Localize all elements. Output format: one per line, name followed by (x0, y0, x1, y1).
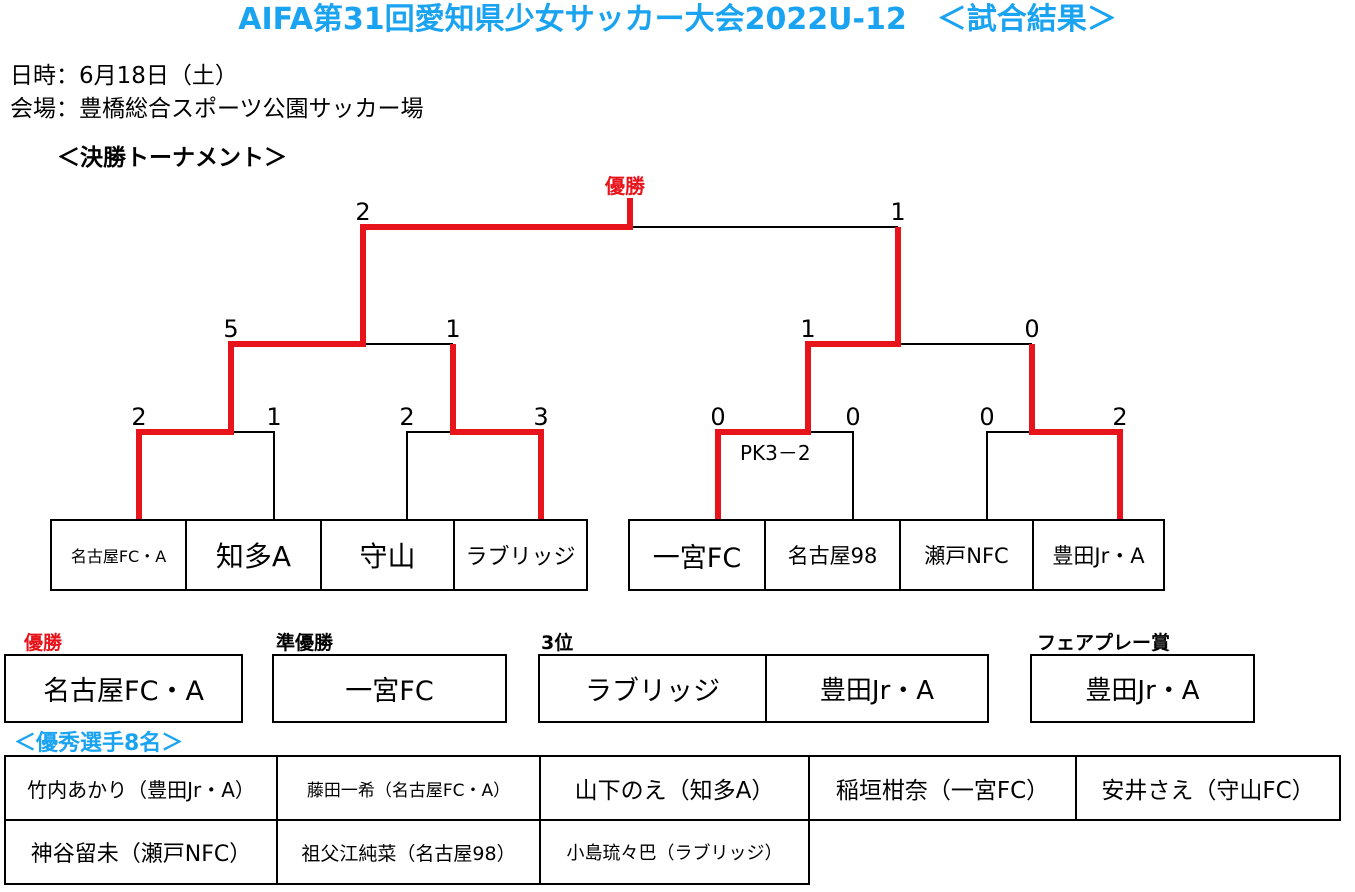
bracket-lines-black (231, 226, 1032, 520)
qf2-score-left: 2 (399, 403, 415, 431)
team-row-left: 名古屋FC・A 知多A 守山 ラブリッジ (50, 519, 588, 591)
mvp-row-2: 神谷留未（瀬戸NFC） 祖父江純菜（名古屋98） 小島琉々巴（ラブリッジ） (4, 819, 810, 885)
team-cell: 名古屋FC・A (52, 521, 187, 589)
runner-up-label: 準優勝 (276, 632, 334, 654)
qf4-score-right: 2 (1112, 403, 1128, 431)
bracket-champion-label: 優勝 (605, 174, 645, 198)
mvp-player: 山下のえ（知多A） (541, 757, 810, 819)
qf1-score-right: 1 (266, 403, 282, 431)
champion-team: 名古屋FC・A (4, 654, 243, 723)
team-cell: 名古屋98 (766, 521, 901, 589)
team-cell: ラブリッジ (465, 545, 576, 570)
mvp-player: 小島琉々巴（ラブリッジ） (566, 843, 783, 864)
bracket-lines-red (136, 198, 1123, 520)
team-cell: 知多A (187, 521, 322, 589)
qf1-score-left: 2 (131, 403, 147, 431)
team-cell: 豊田Jr・A (1052, 544, 1145, 568)
fair-play-team: 豊田Jr・A (1030, 654, 1255, 723)
team-cell: 守山 (322, 521, 455, 589)
semi2-score-right: 0 (1024, 315, 1040, 343)
qf2-score-right: 3 (533, 403, 549, 431)
third-place-box: ラブリッジ 豊田Jr・A (538, 654, 989, 723)
qf3-score-left: 0 (710, 403, 726, 431)
mvp-player: 稲垣柑奈（一宮FC） (810, 757, 1077, 819)
mvp-player: 安井さえ（守山FC） (1101, 778, 1315, 804)
third-place-team: 豊田Jr・A (819, 676, 935, 706)
semi1-score-left: 5 (223, 315, 239, 343)
qf4-score-left: 0 (979, 403, 995, 431)
qf3-score-right: 0 (845, 403, 861, 431)
date-line: 日時：6月18日（土） (10, 63, 238, 89)
qf3-pk-note: PK3－2 (740, 441, 811, 465)
semi2-score-left: 1 (800, 315, 816, 343)
mvp-player: 神谷留未（瀬戸NFC） (6, 821, 278, 883)
final-score-left: 2 (355, 198, 371, 226)
mvp-player: 祖父江純菜（名古屋98） (278, 821, 541, 883)
mvp-title: ＜優秀選手8名＞ (14, 731, 184, 756)
champion-label: 優勝 (24, 632, 63, 654)
mvp-row-1: 竹内あかり（豊田Jr・A） 藤田一希（名古屋FC・A） 山下のえ（知多A） 稲垣… (4, 755, 1341, 821)
venue-line: 会場：豊橋総合スポーツ公園サッカー場 (10, 96, 424, 122)
team-cell: 瀬戸NFC (901, 521, 1034, 589)
mvp-player: 竹内あかり（豊田Jr・A） (6, 757, 278, 819)
fair-play-label: フェアプレー賞 (1037, 632, 1171, 654)
team-cell: 一宮FC (630, 521, 766, 589)
semi1-score-right: 1 (445, 315, 461, 343)
team-row-right: 一宮FC 名古屋98 瀬戸NFC 豊田Jr・A (628, 519, 1165, 591)
third-place-team: ラブリッジ (540, 656, 767, 721)
final-score-right: 1 (890, 198, 906, 226)
mvp-player: 藤田一希（名古屋FC・A） (278, 757, 541, 819)
runner-up-team: 一宮FC (272, 654, 507, 723)
section-title: ＜決勝トーナメント＞ (57, 145, 287, 171)
third-place-label: 3位 (541, 632, 574, 654)
page-title: AIFA第31回愛知県少女サッカー大会2022U-12 ＜試合結果＞ (238, 2, 1117, 37)
